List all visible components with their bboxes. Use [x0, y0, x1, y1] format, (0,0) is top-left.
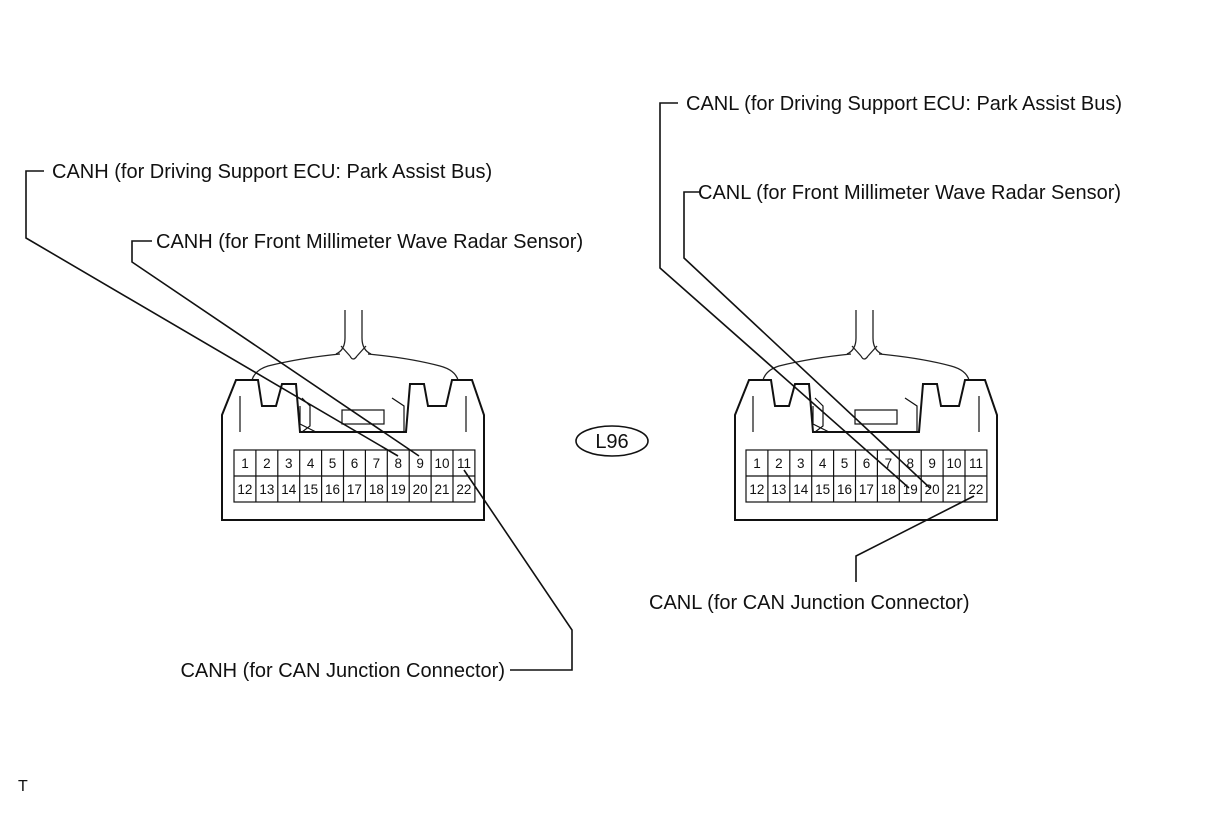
- connector-code-badge: L96: [575, 425, 649, 457]
- right-pin-13: 13: [771, 482, 786, 497]
- leader-line-right-pin-22: [855, 495, 975, 582]
- callout-right-pin-20: CANL (for Front Millimeter Wave Radar Se…: [698, 182, 1121, 204]
- right-pin-18: 18: [881, 482, 896, 497]
- callout-left-pin-8: CANH (for Driving Support ECU: Park Assi…: [52, 161, 492, 183]
- callout-left-pin-9: CANH (for Front Millimeter Wave Radar Se…: [156, 231, 583, 253]
- left-pin-19: 19: [391, 482, 406, 497]
- left-pin-13: 13: [259, 482, 274, 497]
- left-pin-1: 1: [241, 456, 249, 471]
- left-pin-8: 8: [394, 456, 402, 471]
- left-pin-22: 22: [456, 482, 471, 497]
- right-pin-17: 17: [859, 482, 874, 497]
- left-pin-9: 9: [416, 456, 424, 471]
- left-pin-20: 20: [413, 482, 428, 497]
- leader-line-left-pin-11: [463, 469, 573, 671]
- left-pin-12: 12: [237, 482, 252, 497]
- callout-right-pin-19: CANL (for Driving Support ECU: Park Assi…: [686, 93, 1122, 115]
- callout-labels: CANH (for Driving Support ECU: Park Assi…: [52, 93, 1122, 682]
- right-pin-2: 2: [775, 456, 783, 471]
- left-pin-6: 6: [351, 456, 359, 471]
- right-pin-16: 16: [837, 482, 852, 497]
- left-wire-harness: [251, 310, 459, 381]
- right-pin-6: 6: [863, 456, 871, 471]
- leader-line-left-pin-8: [25, 170, 399, 457]
- left-pin-16: 16: [325, 482, 340, 497]
- right-pin-9: 9: [928, 456, 936, 471]
- right-pin-22: 22: [968, 482, 983, 497]
- leader-lines: [25, 102, 975, 671]
- left-pin-17: 17: [347, 482, 362, 497]
- left-pin-7: 7: [373, 456, 381, 471]
- left-pin-4: 4: [307, 456, 315, 471]
- leader-line-left-pin-9: [131, 240, 420, 457]
- left-pin-21: 21: [435, 482, 450, 497]
- left-pin-2: 2: [263, 456, 271, 471]
- left-pin-14: 14: [281, 482, 297, 497]
- callout-right-pin-22: CANL (for CAN Junction Connector): [649, 592, 970, 614]
- right-pin-14: 14: [793, 482, 809, 497]
- callout-left-pin-11: CANH (for CAN Junction Connector): [180, 660, 505, 682]
- leader-line-right-pin-19: [659, 102, 910, 489]
- connector-code-outline: [575, 425, 649, 457]
- footer-mark: T: [18, 778, 28, 795]
- right-pin-7: 7: [885, 456, 893, 471]
- left-pin-5: 5: [329, 456, 337, 471]
- left-pin-11: 11: [457, 456, 471, 471]
- right-pin-10: 10: [947, 456, 962, 471]
- left-pin-18: 18: [369, 482, 384, 497]
- right-pin-5: 5: [841, 456, 849, 471]
- right-pin-15: 15: [815, 482, 830, 497]
- right-pin-11: 11: [969, 456, 983, 471]
- right-pin-21: 21: [947, 482, 962, 497]
- connector-code: L96: [595, 431, 628, 453]
- right-pin-12: 12: [749, 482, 764, 497]
- right-pin-8: 8: [906, 456, 914, 471]
- right-pin-1: 1: [753, 456, 761, 471]
- leader-line-right-pin-20: [683, 191, 931, 489]
- right-pin-4: 4: [819, 456, 827, 471]
- right-wire-harness: [762, 310, 970, 381]
- left-pin-10: 10: [435, 456, 450, 471]
- left-pin-3: 3: [285, 456, 293, 471]
- right-pin-3: 3: [797, 456, 805, 471]
- left-pin-15: 15: [303, 482, 318, 497]
